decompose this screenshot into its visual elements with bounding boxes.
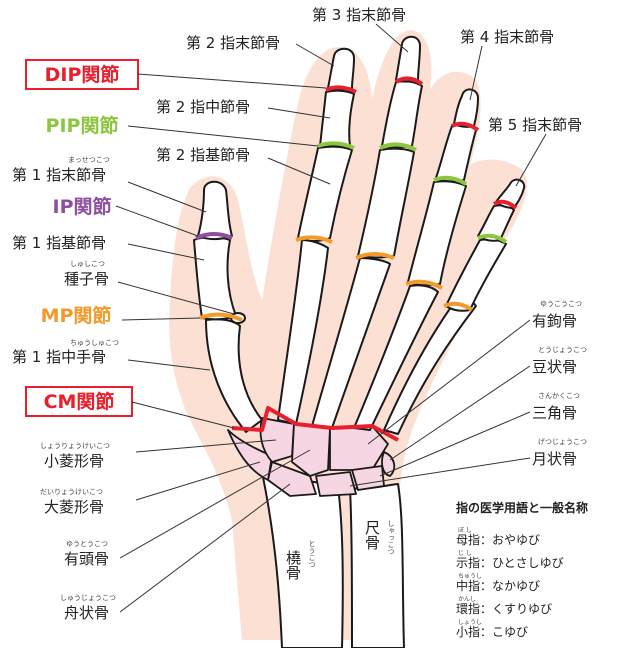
triquetrum-ruby: さんかくこつ [538, 392, 580, 400]
ip-label: IP関節 [53, 195, 112, 218]
trapezium-label: 大菱形骨 [44, 498, 104, 516]
thumb-proximal-label: 第 1 指基節骨 [12, 234, 106, 252]
thumb-metacarpal-ruby: ちゅうしゅこつ [70, 339, 119, 347]
index-middle-label: 第 2 指中節骨 [156, 98, 250, 116]
thumb-distal-ruby: まっせつこつ [68, 156, 110, 164]
index-middle-phalanx [320, 91, 354, 146]
pisiform-label: 豆状骨 [532, 358, 577, 376]
sesamoid-ruby: しゅしこつ [70, 260, 105, 268]
index-distal-label: 第 2 指末節骨 [186, 34, 280, 52]
triquetrum-bone [352, 466, 384, 490]
ulna-label: 尺骨 [363, 520, 381, 550]
little-distal-label: 第 5 指末節骨 [488, 116, 582, 134]
cm-label: CM関節 [44, 390, 115, 413]
scaphoid-label: 舟状骨 [64, 604, 109, 622]
ulna-ruby: しゃっこつ [387, 520, 395, 555]
hamate-label: 有鉤骨 [532, 312, 577, 330]
index-proximal-label: 第 2 指基節骨 [156, 146, 250, 164]
thumb-distal-label: 第 1 指末節骨 [12, 166, 106, 184]
legend-title: 指の医学用語と一般名称 [456, 500, 588, 515]
lunate-label: 月状骨 [532, 450, 577, 468]
ring-distal-label: 第 4 指末節骨 [460, 28, 554, 46]
radius-ruby: とうこつ [308, 540, 316, 568]
pip-label: PIP関節 [46, 114, 119, 137]
trapezium-ruby: だいりょうけいこつ [40, 488, 103, 496]
legend-row: 中指：なかゆび [456, 578, 540, 593]
trapezoid-label: 小菱形骨 [44, 452, 104, 470]
pisiform-ruby: とうじょうこつ [538, 346, 587, 354]
mp-label: MP関節 [41, 304, 112, 327]
lunate-ruby: げつじょうこつ [538, 437, 587, 446]
scaphoid-ruby: しゅうじょうこつ [60, 594, 116, 602]
middle-distal-label: 第 3 指末節骨 [312, 6, 406, 24]
legend-row: 環指：くすりゆび [456, 601, 552, 616]
trapezoid-ruby: しょうりょうけいこつ [40, 442, 110, 450]
dip-label: DIP関節 [45, 63, 120, 86]
legend-row: 示指：ひとさしゆび [456, 555, 564, 570]
legend-row: 小指：こゆび [456, 624, 528, 639]
hamate-ruby: ゆうこうこつ [540, 300, 582, 308]
radius-label: 橈骨 [284, 550, 302, 580]
capitate-label: 有頭骨 [64, 550, 109, 568]
thumb-metacarpal-label: 第 1 指中手骨 [12, 348, 106, 366]
dip-leader [138, 74, 326, 88]
pip-leader [128, 126, 318, 146]
sesamoid-label: 種子骨 [64, 270, 109, 288]
legend-row: 母指：おやゆび [456, 532, 540, 547]
triquetrum-label: 三角骨 [532, 404, 577, 422]
lunate-bone [316, 472, 356, 496]
little-distal-leader [516, 134, 546, 186]
capitate-ruby: ゆうとうこつ [66, 540, 108, 548]
ulna-bone [350, 484, 404, 648]
